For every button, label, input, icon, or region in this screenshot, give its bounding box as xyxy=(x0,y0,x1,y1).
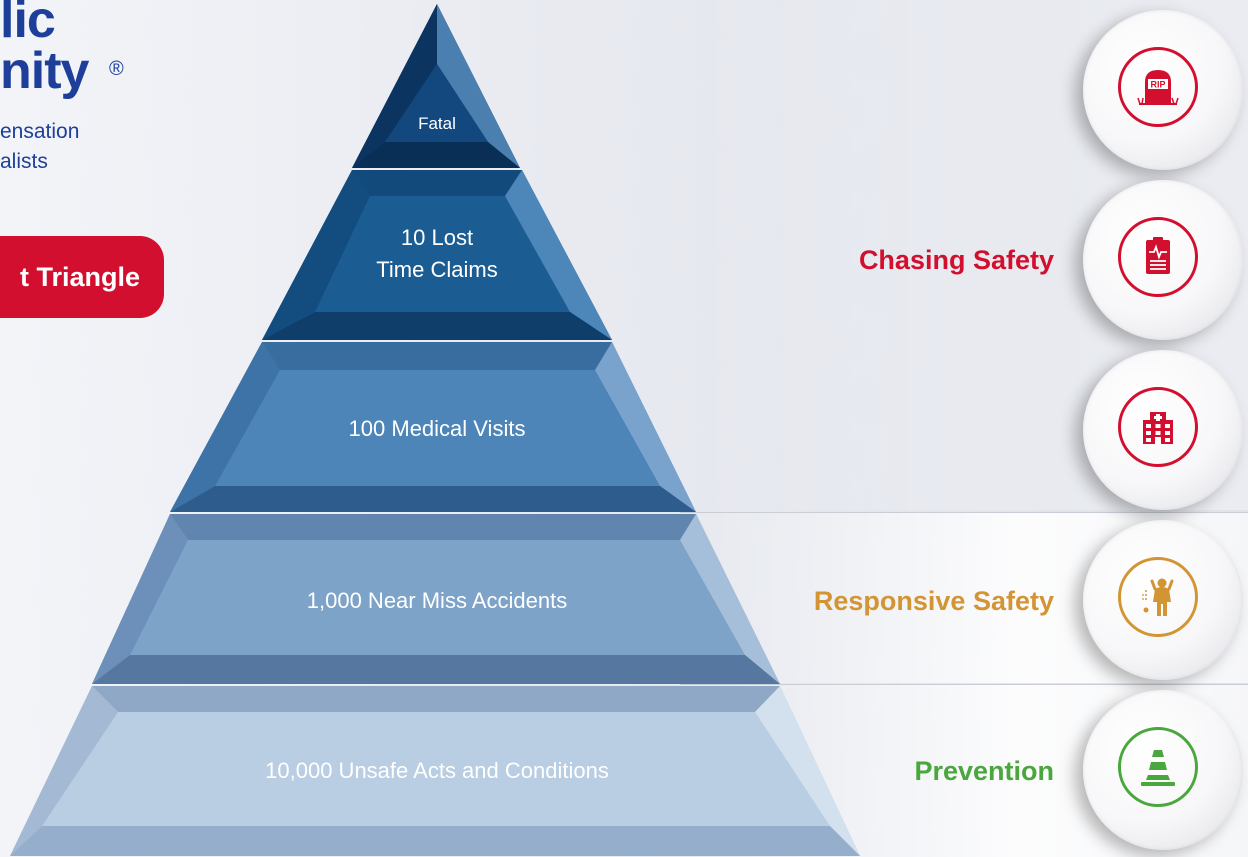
title-badge-label: t Triangle xyxy=(19,261,140,292)
level-label-near-miss: 1,000 Near Miss Accidents xyxy=(306,588,568,613)
traffic-cone-icon xyxy=(1118,727,1198,807)
title-badge: t Triangle xyxy=(0,236,164,318)
rip-text: RIP xyxy=(1150,80,1165,90)
hospital-icon xyxy=(1118,387,1198,467)
level-label-unsafe-acts: 10,000 Unsafe Acts and Conditions xyxy=(265,758,609,783)
logo-subtitle-line1: ensation xyxy=(0,120,80,143)
logo-text-line2: nity xyxy=(0,42,89,100)
zone-label-responsive-safety: Responsive Safety xyxy=(813,586,1054,616)
icon-circle-1: RIP xyxy=(1083,10,1243,170)
icon-circle-3 xyxy=(1083,350,1243,510)
level-label-lost-time-line1: 10 Lost xyxy=(400,225,474,250)
rip-gravestone-icon: RIP xyxy=(1118,47,1198,127)
icon-circle-4 xyxy=(1083,520,1243,680)
zone-label-prevention: Prevention xyxy=(914,756,1054,786)
icon-circle-2 xyxy=(1083,180,1243,340)
pyramid-level-1 xyxy=(352,4,520,168)
level-label-medical-visits: 100 Medical Visits xyxy=(348,416,526,441)
icon-circle-5 xyxy=(1083,690,1243,850)
medical-chart-icon xyxy=(1118,217,1198,297)
pyramid-level-3 xyxy=(170,342,696,512)
logo-registered-mark: ® xyxy=(109,58,124,80)
worker-hazard-icon xyxy=(1118,557,1198,637)
pyramid-level-4 xyxy=(92,514,780,684)
logo-text-line1: lic xyxy=(0,0,56,49)
level-label-fatal: Fatal xyxy=(418,114,456,133)
level-label-lost-time-line2: Time Claims xyxy=(376,257,498,282)
pyramid-level-2 xyxy=(262,170,612,340)
logo-subtitle-line2: alists xyxy=(0,150,48,173)
zone-label-chasing-safety: Chasing Safety xyxy=(858,245,1054,275)
pyramid-level-5 xyxy=(10,686,860,856)
